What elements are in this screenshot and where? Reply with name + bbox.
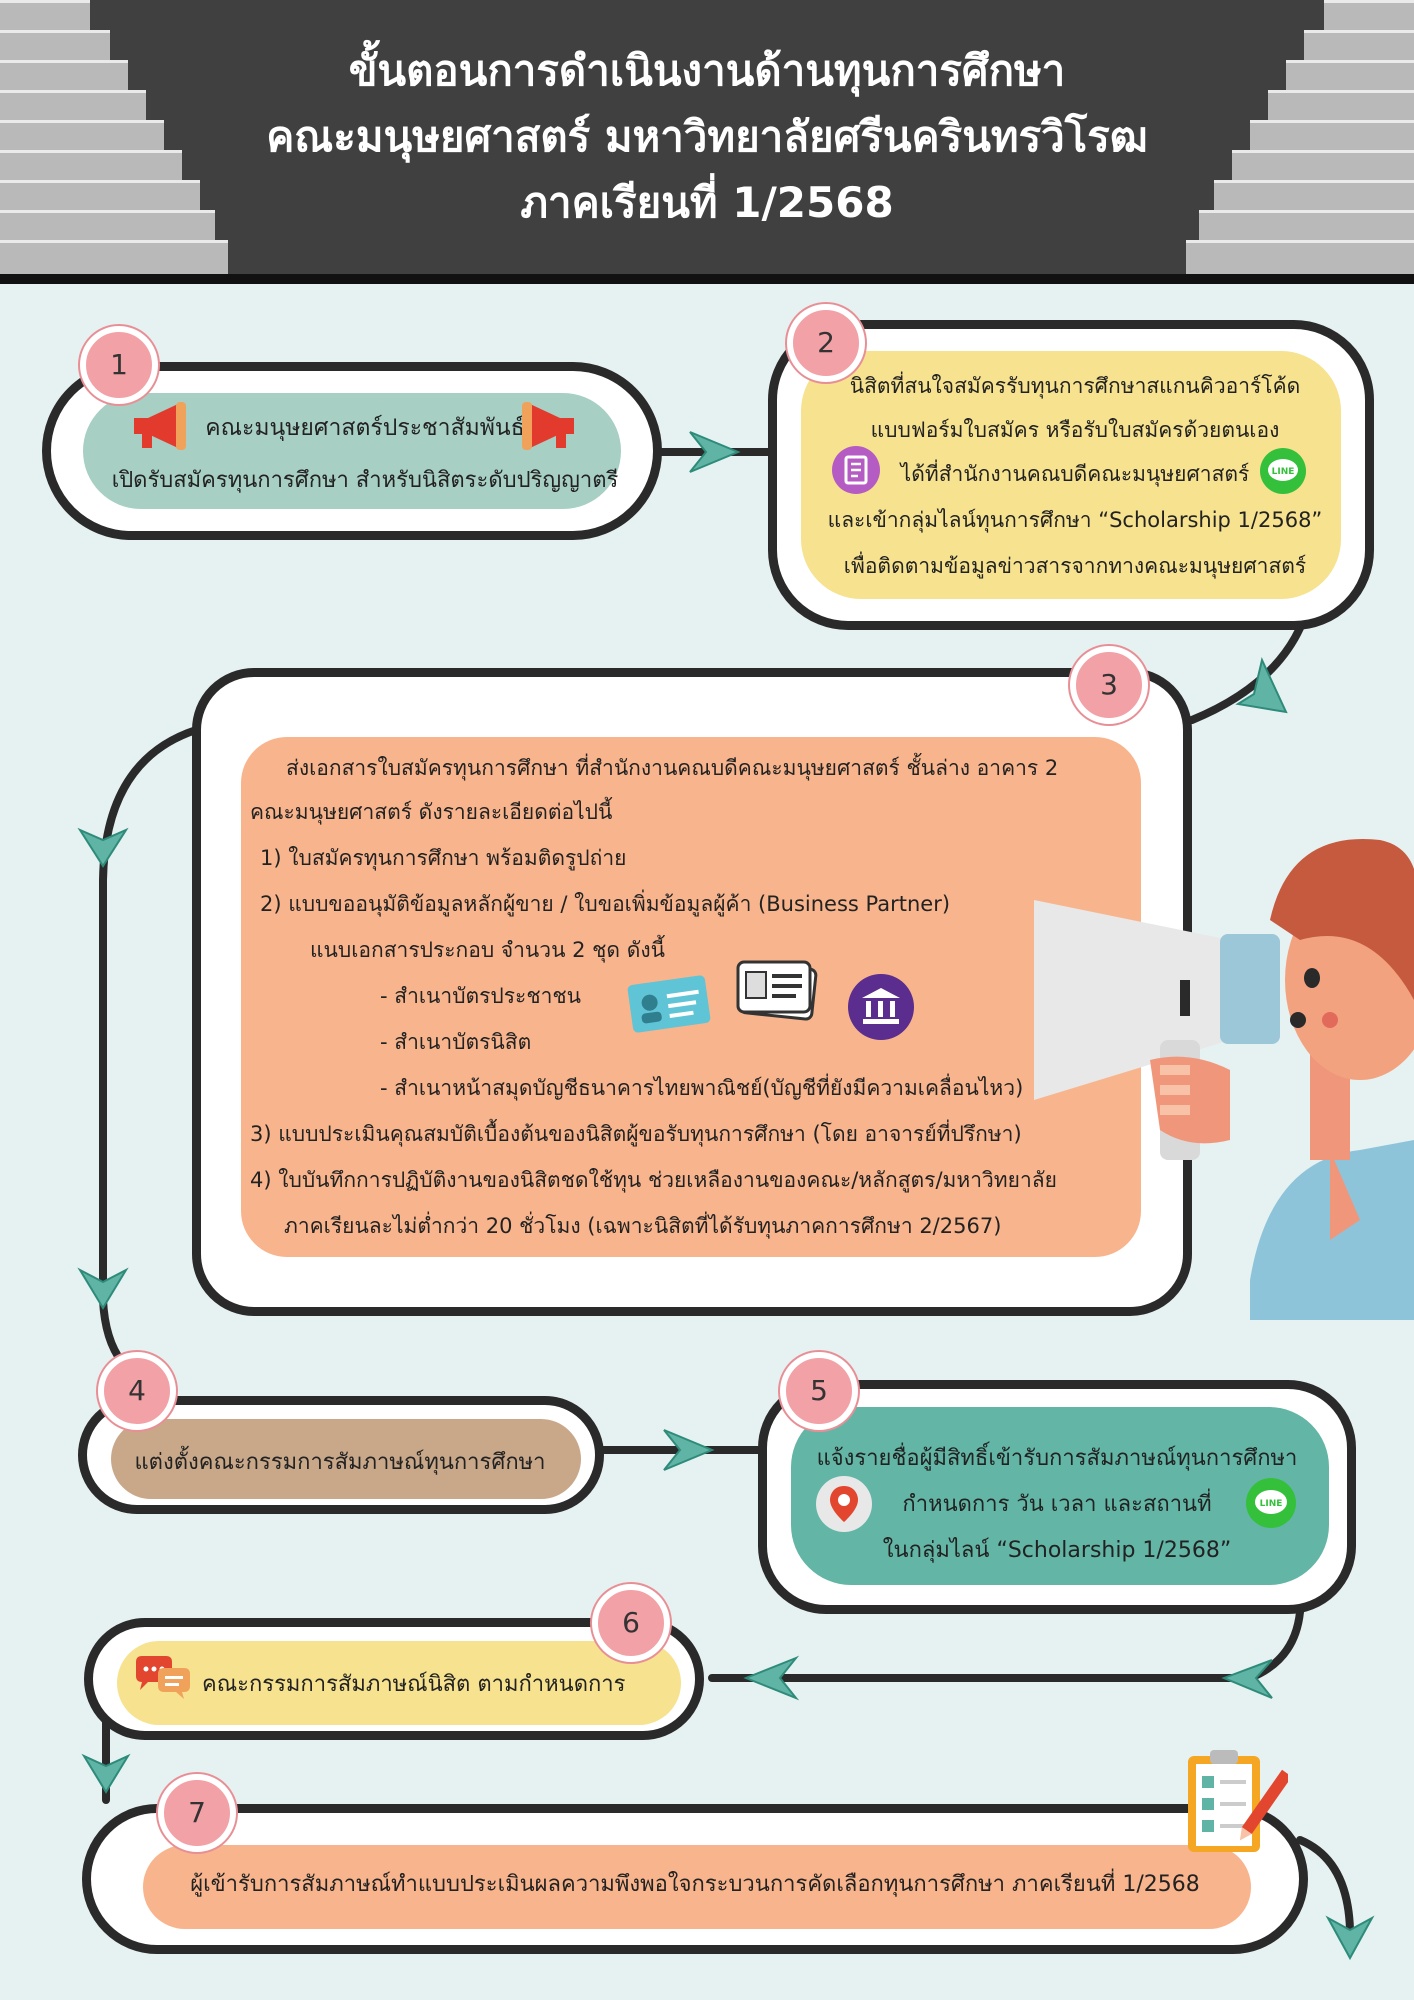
stairs-right-decoration [1184, 0, 1414, 274]
line-app-icon-2: LINE [1246, 1478, 1296, 1528]
step-1-badge: 1 [80, 326, 158, 404]
step-7-badge: 7 [158, 1774, 236, 1852]
step-4-card [78, 1396, 604, 1514]
arrow-6-7-icon [81, 1753, 131, 1794]
page-title-line-2: คณะมนุษยศาสตร์ มหาวิทยาลัยศรีนครินทรวิโร… [266, 112, 1148, 161]
step-3-line-6: - สำเนาบัตรประชาชน [380, 984, 581, 1008]
step-2-line-4: และเข้ากลุ่มไลน์ทุนการศึกษา “Scholarship… [827, 508, 1323, 532]
form-document-icon [832, 446, 880, 494]
step-6-line-1: คณะกรรมการสัมภาษณ์นิสิต ตามกำหนดการ [202, 1672, 626, 1697]
step-3-line-8: - สำเนาหน้าสมุดบัญชีธนาคารไทยพาณิชย์(บัญ… [380, 1076, 1024, 1100]
svg-text:LINE: LINE [1272, 467, 1295, 477]
arrow-end-icon [1325, 1915, 1375, 1961]
step-3-line-10: 4) ใบบันทึกการปฏิบัติงานของนิสิตชดใช้ทุน… [250, 1168, 1057, 1192]
step-3-line-1: ส่งเอกสารใบสมัครทุนการศึกษา ที่สำนักงานค… [286, 756, 1059, 780]
step-3-line-5: แนบเอกสารประกอบ จำนวน 2 ชุด ดังนี้ [310, 938, 665, 962]
page-title-line-1: ขั้นตอนการดำเนินงานด้านทุนการศึกษา [348, 46, 1066, 95]
connector-3-4 [99, 726, 200, 1366]
step-2-line-3: ได้ที่สำนักงานคณบดีคณะมนุษยศาสตร์ [900, 462, 1250, 486]
step-6-panel [117, 1641, 681, 1725]
student-card-icon [736, 960, 818, 1021]
step-5-badge: 5 [780, 1352, 858, 1430]
step-2-line-2: แบบฟอร์มใบสมัคร หรือรับใบสมัครด้วยตนเอง [870, 418, 1280, 442]
arrow-5-6-left-icon [743, 1655, 800, 1701]
step-1-card [42, 362, 662, 540]
location-pin-icon [816, 1476, 872, 1532]
checklist-clipboard-icon [1188, 1750, 1288, 1852]
page-title-line-3: ภาคเรียนที่ 1/2568 [520, 178, 894, 227]
megaphone-right-icon [522, 402, 574, 450]
step-1-line-1: คณะมนุษยศาสตร์ประชาสัมพันธ์ [205, 415, 525, 441]
svg-text:LINE: LINE [1260, 1499, 1283, 1509]
step-3-badge: 3 [1070, 646, 1148, 724]
step-5-line-1: แจ้งรายชื่อผู้มีสิทธิ์เข้ารับการสัมภาษณ์… [816, 1446, 1298, 1471]
step-3-line-9: 3) แบบประเมินคุณสมบัติเบื้องต้นของนิสิตผ… [250, 1122, 1022, 1146]
step-4-badge: 4 [98, 1352, 176, 1430]
id-card-icon [627, 975, 711, 1033]
step-4-panel [111, 1419, 581, 1499]
arrow-4-5-icon [663, 1429, 715, 1471]
step-2-badge: 2 [787, 304, 865, 382]
arrow-2-3-icon [1235, 656, 1288, 714]
megaphone-left-icon [134, 402, 186, 450]
step-3-line-2: คณะมนุษยศาสตร์ ดังรายละเอียดต่อไปนี้ [250, 800, 613, 824]
step-3-line-3: 1) ใบสมัครทุนการศึกษา พร้อมติดรูปถ่าย [260, 846, 627, 870]
step-2-line-1: นิสิตที่สนใจสมัครรับทุนการศึกษาสแกนคิวอา… [849, 374, 1301, 398]
step-5-line-3: ในกลุ่มไลน์ “Scholarship 1/2568” [882, 1538, 1232, 1563]
step-1-line-2: เปิดรับสมัครทุนการศึกษา สำหรับนิสิตระดับ… [111, 468, 619, 493]
step-3-line-11: ภาคเรียนละไม่ต่ำกว่า 20 ชั่วโมง (เฉพาะนิ… [284, 1214, 1002, 1238]
step-7-card [82, 1804, 1308, 1954]
step-2-line-5: เพื่อติดตามข้อมูลข่าวสารจากทางคณะมนุษยศา… [843, 554, 1307, 578]
arrow-3-4-upper-icon [77, 827, 129, 868]
bank-icon [848, 974, 914, 1040]
arrow-5-6-right-icon [1221, 1659, 1273, 1699]
step-7-line-1: ผู้เข้ารับการสัมภาษณ์ทำแบบประเมินผลความพ… [190, 1872, 1200, 1897]
arrow-3-4-lower-icon [77, 1267, 129, 1310]
header-banner: ขั้นตอนการดำเนินงานด้านทุนการศึกษา คณะมน… [0, 0, 1414, 274]
step-2-panel [801, 351, 1341, 599]
step-3-line-7: - สำเนาบัตรนิสิต [380, 1030, 532, 1054]
step-5-line-2: กำหนดการ วัน เวลา และสถานที่ [902, 1492, 1212, 1517]
connector-5-6 [708, 1608, 1304, 1682]
step-4-line-1: แต่งตั้งคณะกรรมการสัมภาษณ์ทุนการศึกษา [134, 1450, 546, 1475]
person-megaphone-illustration [1034, 839, 1414, 1320]
step-5-panel [791, 1407, 1329, 1585]
step-7-panel [143, 1845, 1251, 1929]
step-3-line-4: 2) แบบขออนุมัติข้อมูลหลักผู้ขาย / ใบขอเพ… [260, 892, 951, 916]
chat-bubbles-icon [136, 1656, 190, 1699]
arrow-1-2-icon [689, 431, 741, 473]
line-app-icon: LINE [1260, 448, 1306, 494]
step-6-badge: 6 [592, 1584, 670, 1662]
stairs-left-decoration [0, 0, 230, 274]
header-divider [0, 274, 1414, 284]
